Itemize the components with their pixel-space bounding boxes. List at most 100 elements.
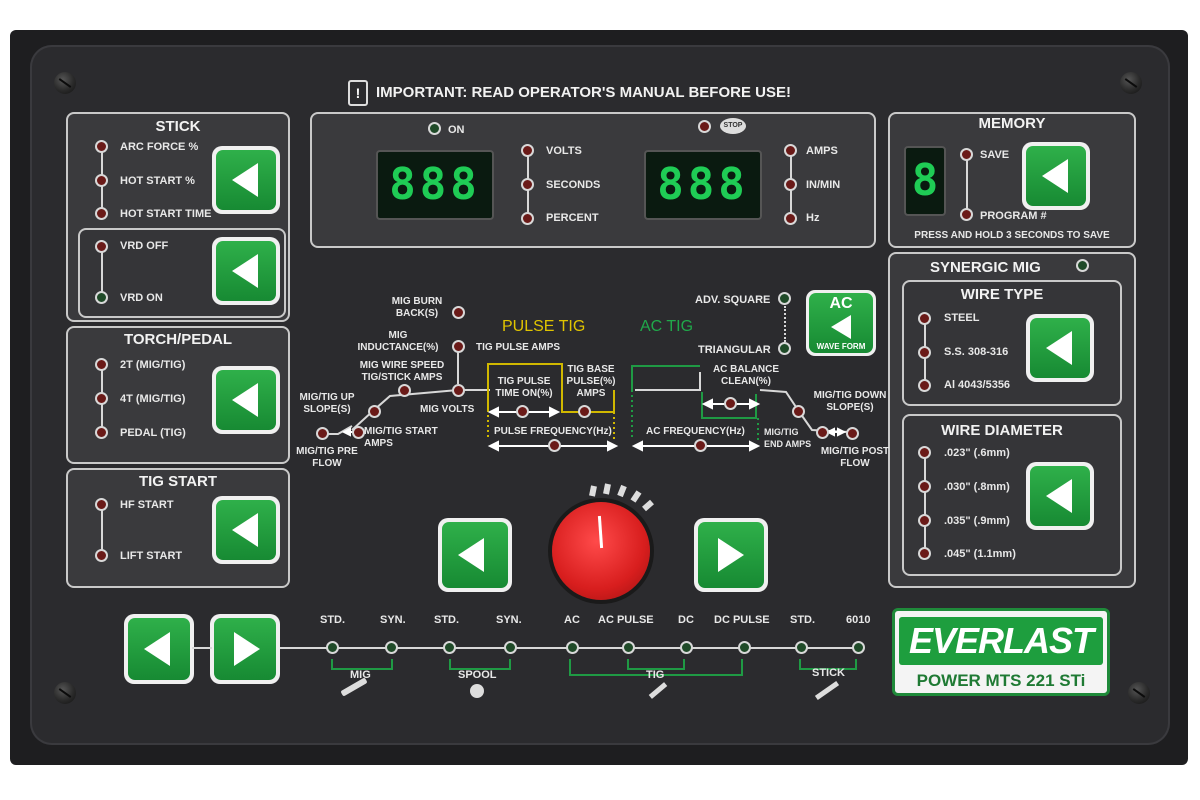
mode-spool-std-indicator: [443, 641, 456, 654]
2t-label: 2T (MIG/TIG): [120, 359, 186, 371]
ac-balance-label: AC BALANCE CLEAN(%): [712, 364, 780, 387]
adv-square-label: ADV. SQUARE: [695, 294, 771, 306]
left-digital-display: 888: [376, 150, 494, 220]
mode-tig-ac-label: AC: [564, 614, 580, 626]
diam-023-indicator: [918, 446, 931, 459]
memory-note: PRESS AND HOLD 3 SECONDS TO SAVE: [914, 230, 1110, 241]
wire-type-title: WIRE TYPE: [960, 286, 1044, 303]
knob-scale-icon: [589, 483, 654, 512]
vrd-off-indicator: [95, 240, 108, 253]
mode-spool-syn-label: SYN.: [496, 614, 522, 626]
wire-type-button[interactable]: [1026, 314, 1094, 382]
vrd-select-button[interactable]: [212, 237, 280, 305]
screw-icon: [54, 72, 76, 94]
mode-tig-acpulse-label: AC PULSE: [598, 614, 654, 626]
mig-burnback-label: MIG BURN BACK(S): [391, 296, 443, 319]
ss-label: S.S. 308-316: [944, 346, 1009, 358]
mode-stick-6010-label: 6010: [846, 614, 871, 626]
hf-start-indicator: [95, 498, 108, 511]
torch-pedal-select-button[interactable]: [212, 366, 280, 434]
pedal-indicator: [95, 426, 108, 439]
parameter-left-button[interactable]: [438, 518, 512, 592]
mode-tig-acpulse-indicator: [622, 641, 635, 654]
lift-start-indicator: [95, 549, 108, 562]
hf-start-label: HF START: [120, 499, 174, 511]
screw-icon: [1120, 72, 1142, 94]
4t-label: 4T (MIG/TIG): [120, 393, 186, 405]
arrow-left-icon: [831, 315, 851, 339]
end-amps-indicator: [816, 426, 829, 439]
start-amps-indicator: [352, 426, 365, 439]
hz-indicator: [784, 212, 797, 225]
adv-square-indicator: [778, 292, 791, 305]
diam-030-indicator: [918, 480, 931, 493]
downslope-indicator: [792, 405, 805, 418]
stick-title: STICK: [155, 118, 201, 135]
mode-mig-syn-indicator: [385, 641, 398, 654]
tig-base-pulse-label: TIG BASE PULSE(%) AMPS: [566, 364, 616, 399]
diam-045-label: .045" (1.1mm): [944, 548, 1016, 560]
waveform-label: WAVE FORM: [816, 342, 866, 351]
hot-start-time-label: HOT START TIME: [120, 208, 212, 220]
program-label: PROGRAM #: [980, 210, 1047, 222]
parameter-right-button[interactable]: [694, 518, 768, 592]
ac-balance-indicator: [724, 397, 737, 410]
adjustment-knob[interactable]: [552, 502, 650, 600]
mode-mig-std-label: STD.: [320, 614, 346, 626]
al-label: Al 4043/5356: [944, 379, 1011, 391]
postflow-label: MIG/TIG POST FLOW: [820, 446, 890, 469]
diam-035-label: .035" (.9mm): [944, 515, 1010, 527]
tig-pulse-amps-label: TIG PULSE AMPS: [476, 342, 561, 353]
brand-plate: EVERLAST POWER MTS 221 STi: [892, 608, 1110, 696]
mode-right-button[interactable]: [210, 614, 280, 684]
upslope-indicator: [368, 405, 381, 418]
mig-group-label: MIG: [350, 669, 371, 681]
ac-waveform-button[interactable]: AC WAVE FORM: [806, 290, 876, 356]
model-name: POWER MTS 221 STi: [916, 671, 1086, 690]
lift-start-label: LIFT START: [120, 550, 183, 562]
stick-group-label: STICK: [812, 667, 845, 679]
end-amps-label: MIG/TIG END AMPS: [764, 427, 812, 449]
tig-start-select-button[interactable]: [212, 496, 280, 564]
hz-label: Hz: [806, 212, 820, 224]
volts-label: VOLTS: [546, 145, 582, 157]
volts-indicator: [521, 144, 534, 157]
save-indicator: [960, 148, 973, 161]
mode-mig-std-indicator: [326, 641, 339, 654]
tig-base-pulse-indicator: [578, 405, 591, 418]
mode-stick-std-label: STD.: [790, 614, 816, 626]
screw-icon: [1128, 682, 1150, 704]
memory-section: [888, 112, 1136, 248]
mode-tig-dc-indicator: [680, 641, 693, 654]
synergic-indicator: [1076, 259, 1089, 272]
tig-pulse-time-label: TIG PULSE TIME ON(%): [495, 376, 553, 399]
wire-diameter-button[interactable]: [1026, 462, 1094, 530]
screw-icon: [54, 682, 76, 704]
2t-indicator: [95, 358, 108, 371]
memory-button[interactable]: [1022, 142, 1090, 210]
diam-045-indicator: [918, 547, 931, 560]
seconds-indicator: [521, 178, 534, 191]
ac-frequency-label: AC FREQUENCY(Hz): [646, 426, 745, 437]
percent-indicator: [521, 212, 534, 225]
diam-035-indicator: [918, 514, 931, 527]
amps-label: AMPS: [806, 145, 838, 157]
mode-mig-syn-label: SYN.: [380, 614, 406, 626]
al-indicator: [918, 379, 931, 392]
pulse-frequency-label: PULSE FREQUENCY(Hz): [494, 426, 612, 437]
percent-label: PERCENT: [546, 212, 599, 224]
mode-tig-dcpulse-label: DC PULSE: [714, 614, 770, 626]
pedal-label: PEDAL (TIG): [120, 427, 186, 439]
vrd-on-label: VRD ON: [120, 292, 163, 304]
stop-badge: STOP: [720, 118, 746, 134]
diam-030-label: .030" (.8mm): [944, 481, 1010, 493]
mode-spool-syn-indicator: [504, 641, 517, 654]
steel-indicator: [918, 312, 931, 325]
stick-select-button[interactable]: [212, 146, 280, 214]
program-indicator: [960, 208, 973, 221]
tig-group-label: TIG: [646, 669, 665, 681]
synergic-mig-title: SYNERGIC MIG: [930, 259, 1041, 276]
diam-023-label: .023" (.6mm): [944, 447, 1010, 459]
mode-left-button[interactable]: [124, 614, 194, 684]
mode-stick-std-indicator: [795, 641, 808, 654]
